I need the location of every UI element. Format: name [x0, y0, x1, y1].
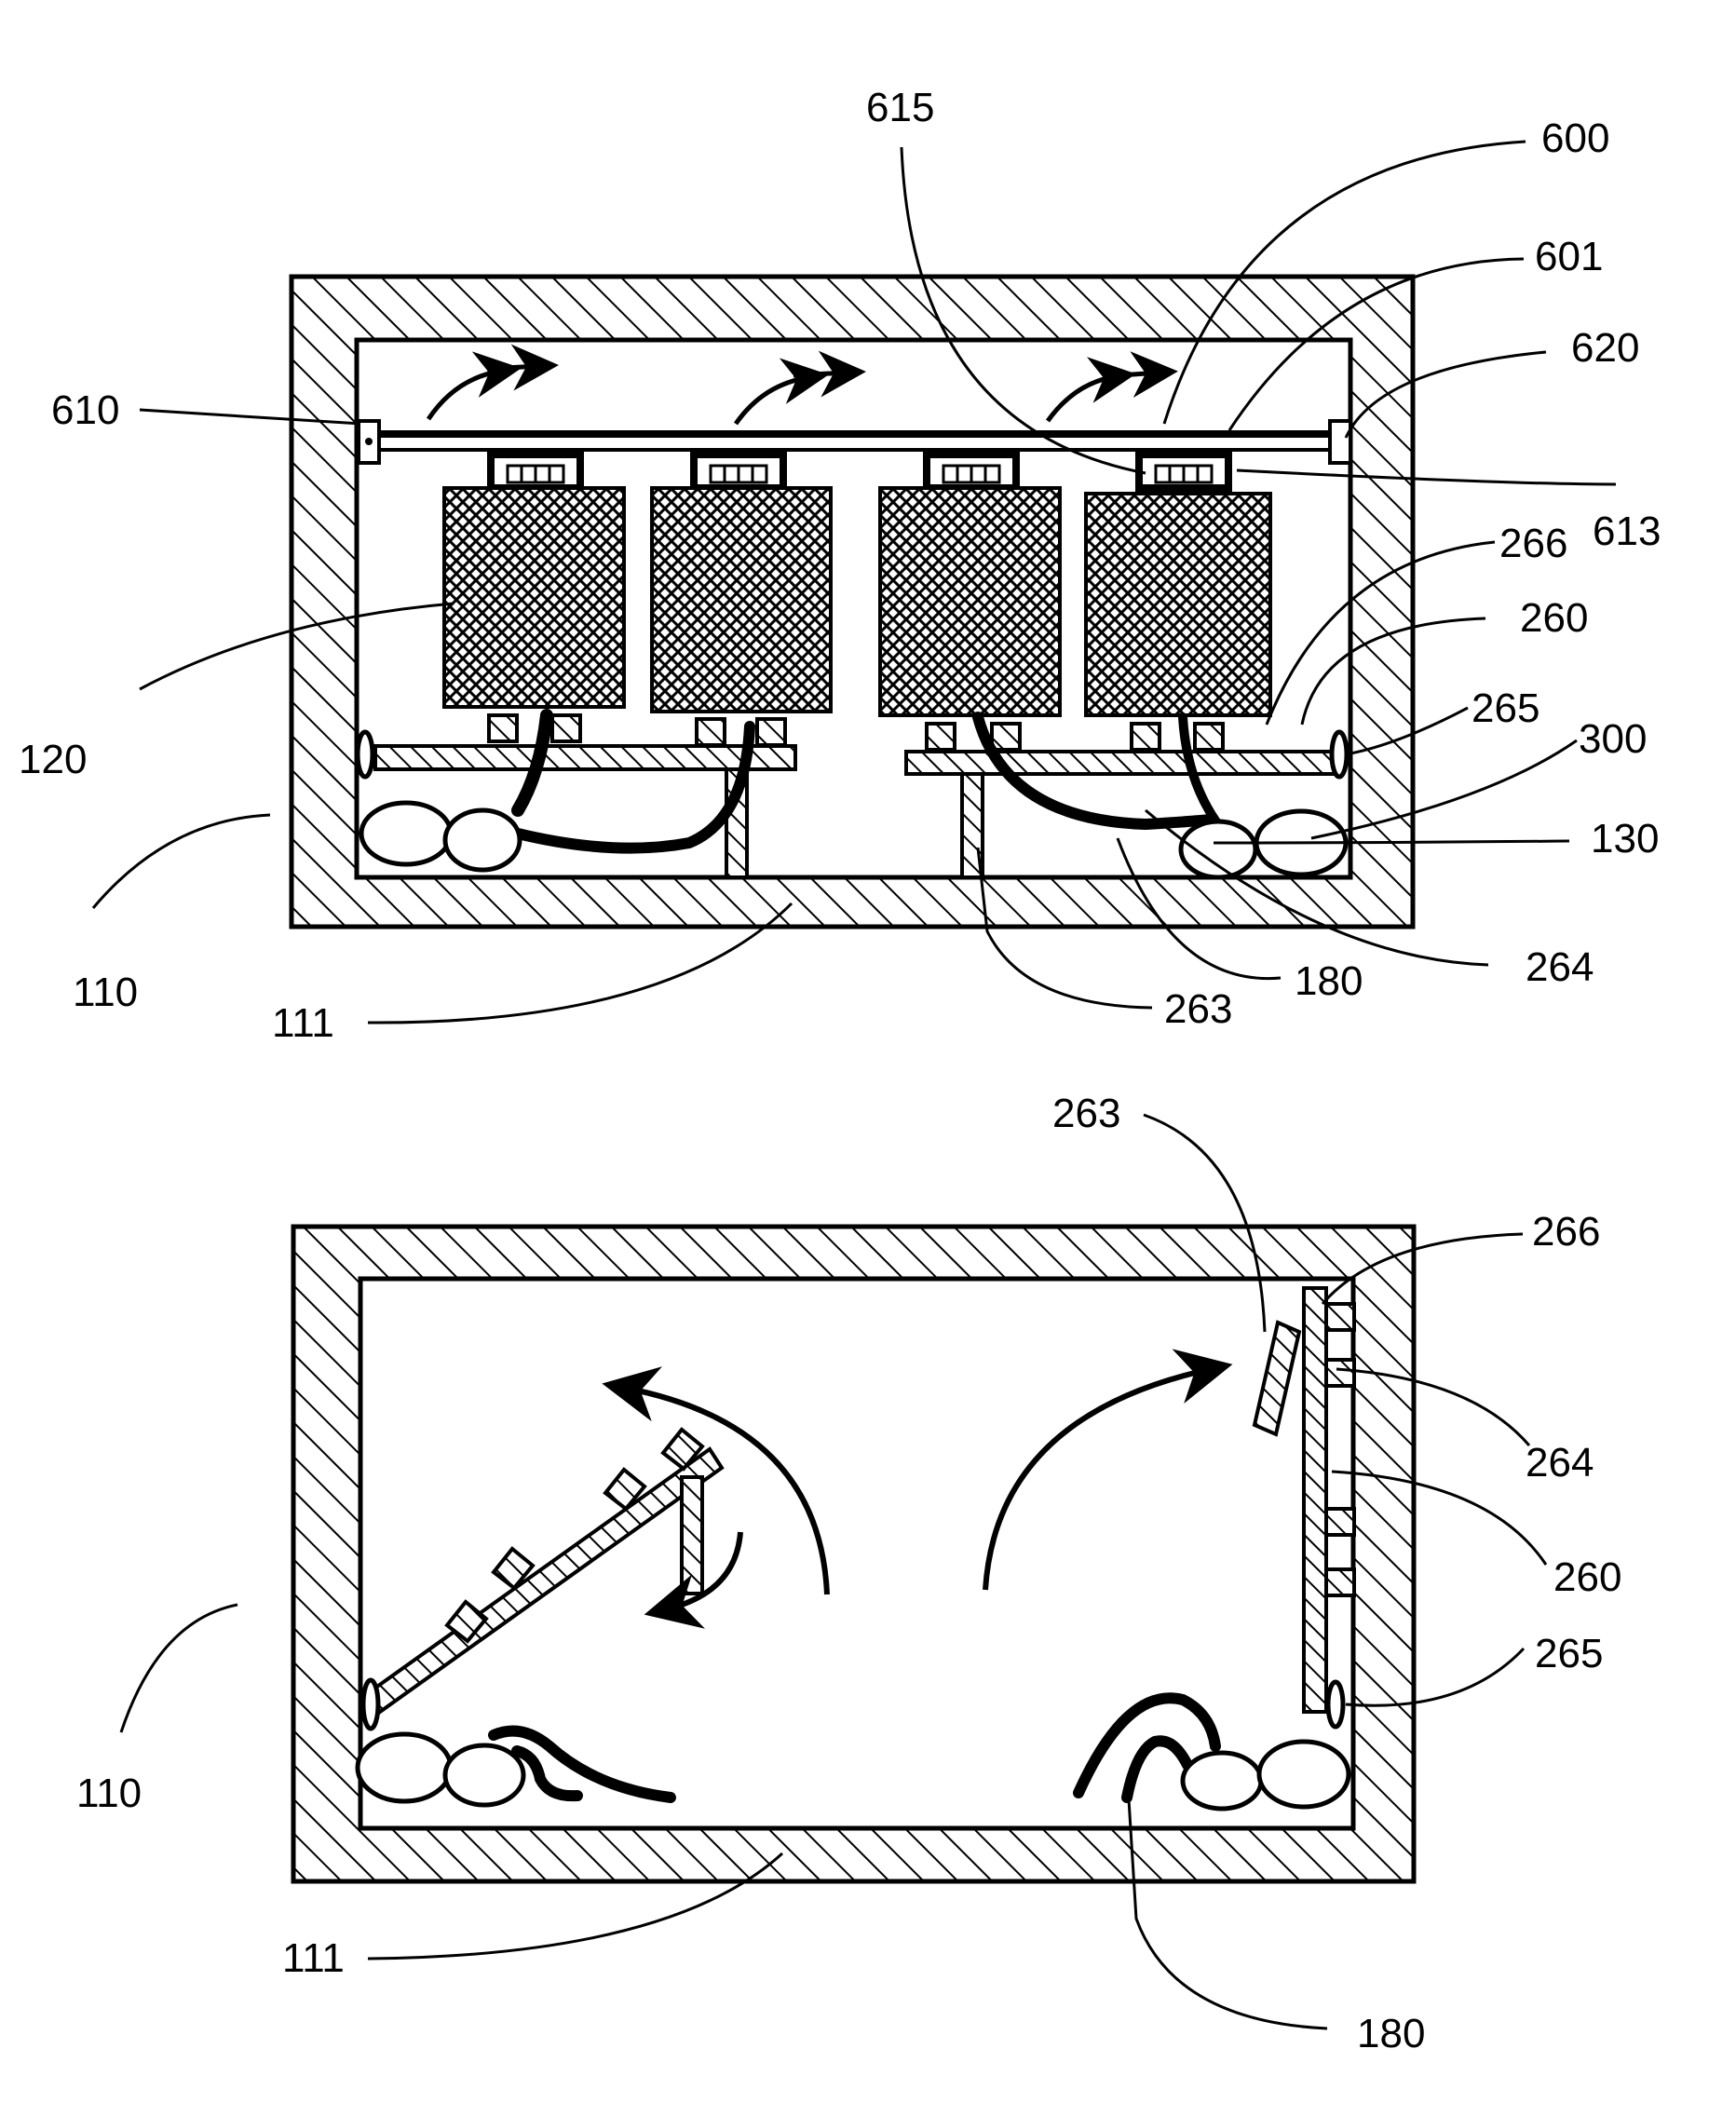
bottom-view: 263 266 264 260 265 110 111 180	[76, 1091, 1621, 2056]
items-right	[1181, 811, 1346, 877]
tilted-shelf	[363, 1430, 722, 1729]
label-260: 260	[1520, 595, 1588, 641]
label-600: 600	[1541, 115, 1609, 161]
items-left	[361, 803, 520, 870]
label-264-bottom: 264	[1526, 1440, 1594, 1486]
label-265-bottom: 265	[1535, 1631, 1603, 1676]
label-110-top: 110	[73, 970, 138, 1015]
label-266-bottom: 266	[1532, 1209, 1600, 1255]
label-300: 300	[1579, 716, 1647, 762]
hinge-left	[358, 732, 373, 777]
label-620: 620	[1571, 325, 1639, 371]
hinge-right	[1332, 732, 1347, 777]
hanger-2	[694, 455, 783, 488]
label-260-bottom: 260	[1553, 1554, 1621, 1600]
label-180-bottom: 180	[1357, 2011, 1425, 2056]
label-130: 130	[1591, 816, 1659, 862]
mesh-panel-1	[444, 488, 624, 707]
label-180-top: 180	[1295, 958, 1363, 1004]
label-610: 610	[51, 387, 119, 433]
hanger-4	[1139, 455, 1228, 488]
mesh-panel-2	[652, 488, 831, 712]
label-111-bottom: 111	[282, 1935, 345, 1981]
label-110-bottom: 110	[76, 1771, 142, 1816]
hanger-3	[927, 455, 1016, 488]
hanger-1	[491, 455, 580, 488]
rotation-arrows	[624, 1369, 1211, 1609]
label-263-bottom: 263	[1052, 1091, 1120, 1136]
rail-end-bracket-right	[1330, 421, 1350, 463]
cables-bottom	[494, 1698, 1215, 1798]
shelf-right	[906, 752, 1336, 774]
label-265: 265	[1472, 685, 1539, 731]
vertical-shelf	[1255, 1288, 1354, 1727]
shelf-left	[375, 746, 795, 769]
cables	[518, 715, 1229, 848]
label-601: 601	[1535, 234, 1603, 279]
items-bottom-right	[1183, 1742, 1349, 1809]
label-120: 120	[19, 737, 87, 782]
label-264-top: 264	[1526, 944, 1594, 990]
mesh-panel-3	[880, 488, 1060, 715]
tilted-shelf-support	[682, 1477, 702, 1594]
airflow-arrows	[428, 366, 1160, 424]
mesh-panel-4	[1086, 494, 1270, 715]
label-111-top: 111	[272, 1000, 334, 1046]
top-view: 615 600 601 620 610 613 266 260 265 300 …	[19, 85, 1661, 1046]
label-266: 266	[1499, 521, 1567, 566]
label-263-top: 263	[1164, 986, 1232, 1032]
label-615: 615	[866, 85, 934, 130]
label-613: 613	[1593, 509, 1661, 554]
vertical-shelf-support	[1255, 1323, 1299, 1434]
items-bottom-left	[358, 1734, 523, 1805]
